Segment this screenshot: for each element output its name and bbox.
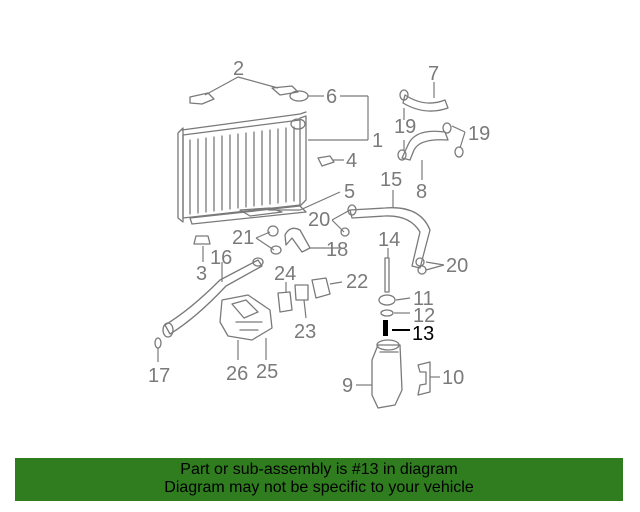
info-banner: Part or sub-assembly is #13 in diagram D…	[15, 458, 623, 501]
tank-bracket	[417, 361, 431, 396]
callout-3: 3	[196, 263, 207, 285]
drain-plug	[317, 155, 335, 167]
bypass-hose	[284, 227, 311, 253]
thermostat-cap	[193, 235, 211, 245]
callout-26: 26	[226, 363, 248, 385]
callout-6: 6	[326, 86, 337, 108]
water-pipe	[164, 259, 263, 335]
upper-hose	[402, 94, 449, 112]
grommet	[378, 294, 396, 306]
callout-20a: 20	[308, 209, 330, 231]
banner-line-1: Part or sub-assembly is #13 in diagram	[180, 461, 458, 478]
callout-2: 2	[233, 58, 244, 80]
reservoir-tank	[371, 344, 403, 409]
callout-13: 13	[412, 323, 434, 345]
callout-21: 21	[232, 227, 254, 249]
radiator-cap	[289, 90, 309, 102]
banner-line-2: Diagram may not be specific to your vehi…	[164, 479, 474, 496]
bracket-part	[189, 92, 215, 105]
callout-19a: 19	[394, 116, 416, 138]
callout-7: 7	[428, 63, 439, 85]
sensor-stem	[384, 257, 390, 293]
callout-9: 9	[342, 375, 353, 397]
callout-19b: 19	[468, 123, 490, 145]
callout-14: 14	[378, 229, 400, 251]
water-inlet	[277, 291, 293, 313]
leader-lines	[157, 76, 466, 386]
reservoir-pipe	[349, 207, 431, 269]
callout-5: 5	[344, 181, 355, 203]
radiator	[177, 111, 307, 225]
callout-23: 23	[294, 321, 316, 343]
water-outlet	[311, 277, 331, 299]
callout-10: 10	[442, 367, 464, 389]
lower-hose	[401, 130, 449, 161]
water-housing	[219, 294, 273, 341]
highlighted-part-13[interactable]	[383, 320, 388, 336]
parts-diagram: 2 6 1 4 5 7 19 19 8 15 20 21 18 14 20 16…	[148, 58, 490, 409]
callout-25: 25	[256, 361, 278, 383]
callout-22: 22	[346, 271, 368, 293]
callout-24: 24	[274, 263, 296, 285]
callout-8: 8	[416, 181, 427, 203]
callout-17: 17	[148, 365, 170, 387]
callout-12: 12	[413, 305, 435, 327]
callout-18: 18	[326, 239, 348, 261]
callout-20b: 20	[446, 255, 468, 277]
callout-15: 15	[380, 169, 402, 191]
callout-16: 16	[210, 247, 232, 269]
callout-labels: 2 6 1 4 5 7 19 19 8 15 20 21 18 14 20 16…	[148, 58, 490, 397]
callout-11: 11	[413, 288, 434, 310]
washer	[380, 309, 394, 317]
callout-1: 1	[372, 130, 383, 152]
callout-4: 4	[346, 150, 357, 172]
